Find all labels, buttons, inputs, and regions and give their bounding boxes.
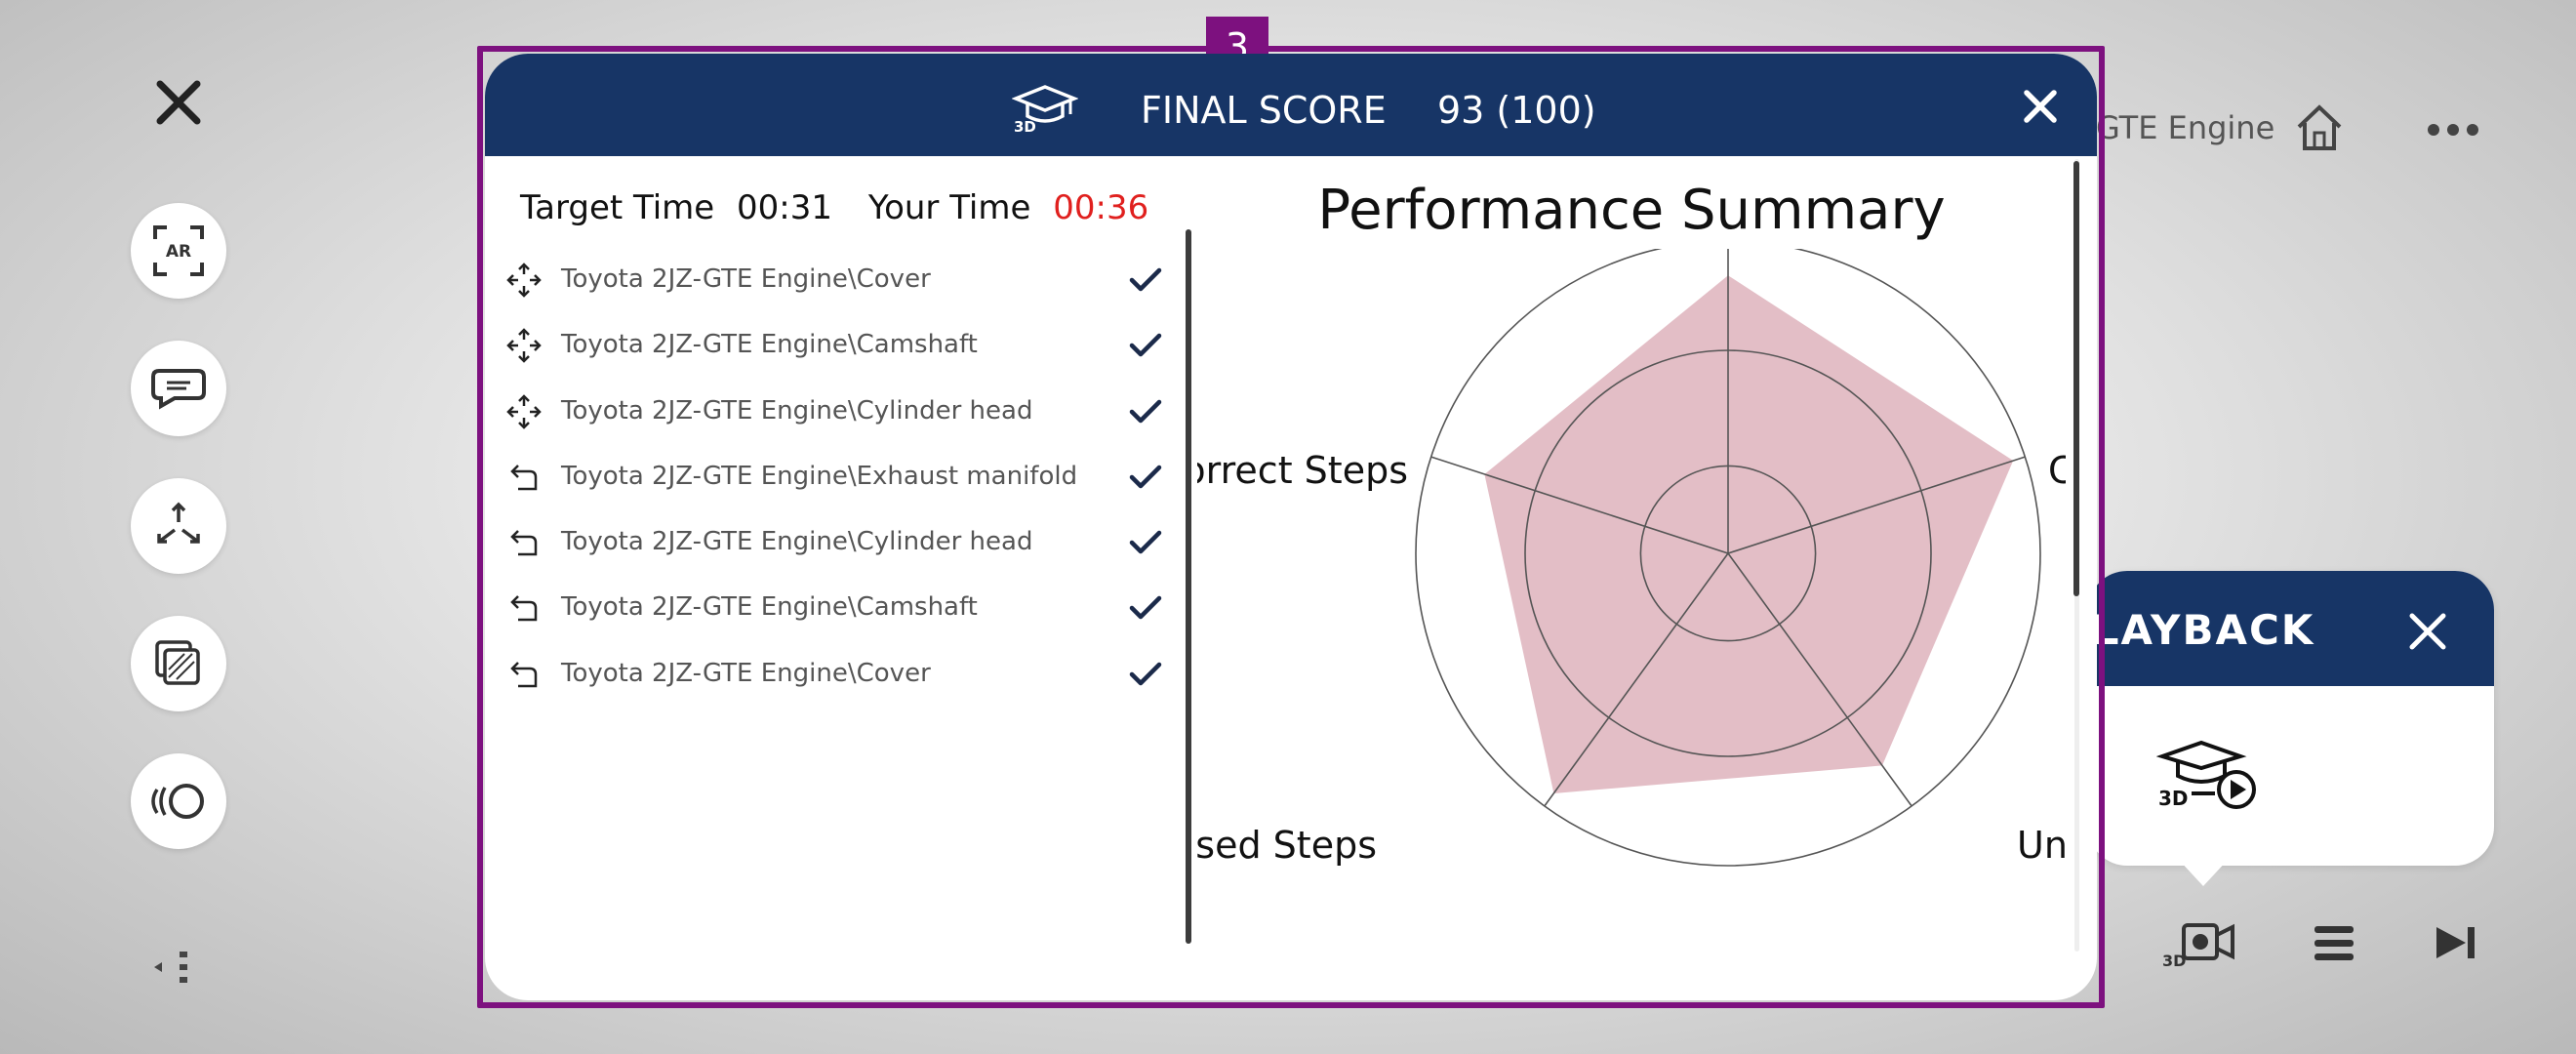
undo-icon [504,655,543,694]
sound-wave-icon [151,784,204,819]
chat-bubble-icon [151,369,206,410]
layers-icon [155,640,200,685]
close-icon [156,80,201,125]
layers-button[interactable] [131,616,226,711]
focus-highlight-frame [477,46,2105,1008]
audio-button[interactable] [131,753,226,849]
check-icon [1129,332,1162,359]
training-playback-icon: 3D [2155,740,2256,810]
svg-text:AR: AR [166,242,191,262]
close-icon [2409,613,2446,650]
ar-scan-icon: AR [153,225,204,276]
more-dots-icon [2428,124,2478,136]
undo-icon [504,458,543,497]
explode-button[interactable] [131,478,226,574]
check-icon [1129,464,1162,491]
step-label: Toyota 2JZ-GTE Engine\Camshaft [561,592,978,623]
step-row[interactable]: Toyota 2JZ-GTE Engine\Cover [504,653,1178,718]
comment-button[interactable] [131,341,226,436]
dialog-close-button[interactable] [2021,87,2060,126]
performance-radar-chart: Your TimeCompletionUnnecessary StepsMiss… [1197,249,2066,867]
check-icon [1129,266,1162,294]
step-row[interactable]: Toyota 2JZ-GTE Engine\Exhaust manifold [504,456,1178,521]
target-time-value: 00:31 [737,188,832,227]
radar-area [1484,275,2014,793]
scrollbar-thumb[interactable] [2073,161,2079,596]
step-label: Toyota 2JZ-GTE Engine\Cover [561,658,931,688]
hamburger-menu-icon [2314,926,2354,960]
step-row[interactable]: Toyota 2JZ-GTE Engine\Camshaft [504,324,1178,389]
radar-spoke [1727,552,1912,807]
final-score-dialog: 3D FINAL SCORE 93 (100) Target Time 00:3… [485,54,2097,1000]
performance-title: Performance Summary [1317,179,1946,242]
move-icon [504,261,543,300]
model-title: GTE Engine [2096,109,2275,146]
panel-divider [1186,229,1191,944]
radar-ring [1415,249,2041,867]
undo-icon [504,588,543,628]
final-score-value: 93 (100) [1437,89,1596,132]
close-icon [2024,90,2057,123]
step-label: Toyota 2JZ-GTE Engine\Cylinder head [561,395,1033,426]
ar-button[interactable]: AR [131,203,226,299]
check-icon [1129,529,1162,556]
undo-icon [504,523,543,562]
dialog-title: FINAL SCORE [1141,89,1387,132]
svg-text:3D: 3D [2162,952,2186,968]
training-mode-button[interactable]: 3D [2162,913,2240,972]
menu-button[interactable] [2307,913,2361,972]
training-3d-icon: 3D [1011,83,1079,136]
step-label: Toyota 2JZ-GTE Engine\Exhaust manifold [561,461,1078,491]
your-time-value: 00:36 [1053,188,1149,227]
radar-axis-label: Incorrect Steps [1197,449,1408,492]
playback-panel: PLAYBACK 3D [2088,571,2494,866]
radar-axis-label: Completion [2048,449,2066,492]
radar-axis-label: Unnecessary Steps [2017,824,2066,867]
step-label: Toyota 2JZ-GTE Engine\Cylinder head [561,527,1033,557]
playback-title: PLAYBACK [2088,606,2315,654]
dialog-header: 3D FINAL SCORE 93 (100) [485,54,2097,156]
collapse-menu-icon [154,952,187,983]
radar-spoke [1430,456,1729,554]
step-label: Toyota 2JZ-GTE Engine\Cover [561,264,931,294]
more-options-button[interactable] [2424,115,2482,144]
check-icon [1129,661,1162,688]
step-label: Toyota 2JZ-GTE Engine\Camshaft [561,330,978,360]
explode-arrows-icon [157,502,200,544]
target-time-label: Target Time [520,188,715,227]
move-icon [504,392,543,431]
training-playback-button[interactable]: 3D [2155,735,2264,813]
radar-axis-label: Missed Steps [1197,824,1377,867]
step-row[interactable]: Toyota 2JZ-GTE Engine\Cylinder head [504,390,1178,456]
skip-next-button[interactable] [2428,913,2482,972]
playback-panel-pointer [2178,859,2229,886]
svg-text:3D: 3D [1014,118,1036,134]
playback-close-button[interactable] [2406,610,2449,653]
step-row[interactable]: Toyota 2JZ-GTE Engine\Cover [504,259,1178,324]
home-button[interactable] [2293,101,2346,154]
move-icon [504,326,543,365]
step-row[interactable]: Toyota 2JZ-GTE Engine\Camshaft [504,587,1178,652]
collapse-toolbar-button[interactable] [148,943,201,992]
check-icon [1129,398,1162,426]
home-icon [2297,104,2342,150]
step-row[interactable]: Toyota 2JZ-GTE Engine\Cylinder head [504,521,1178,587]
radar-spoke [1544,552,1729,807]
radar-spoke [1727,456,2026,554]
check-icon [1129,594,1162,622]
time-summary: Target Time 00:31 Your Time 00:36 [520,188,1160,227]
svg-text:3D: 3D [2158,787,2189,810]
skip-next-icon [2436,927,2475,958]
your-time-label: Your Time [867,188,1031,227]
camera-3d-icon: 3D [2162,923,2234,968]
close-button[interactable] [144,68,213,137]
